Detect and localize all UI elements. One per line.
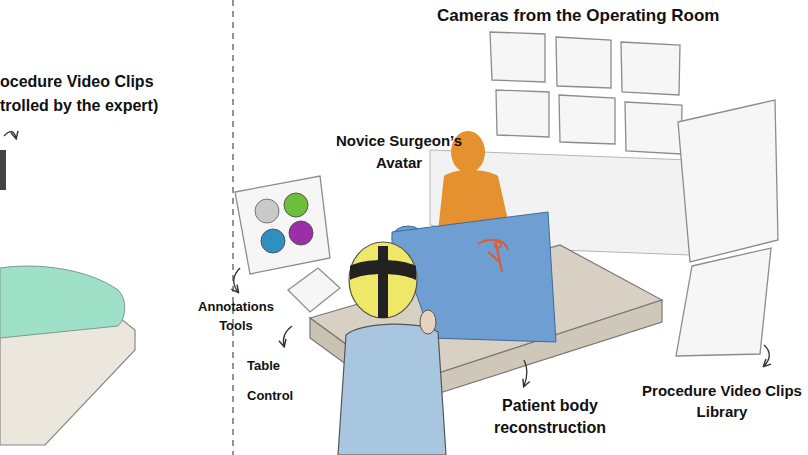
- part-label: Procedure Video Clips Library: [640, 380, 804, 422]
- part-label: Table Control: [247, 351, 307, 411]
- part-label: Novice Surgeon’s Avatar: [314, 130, 484, 174]
- camera-panels: [490, 32, 682, 154]
- expert-bed: [0, 132, 135, 445]
- part-label: Annotations Tools: [186, 297, 286, 335]
- panel-title: trolled by the expert): [0, 96, 200, 116]
- leader-arrow: [283, 326, 292, 346]
- leader-arrow: [524, 360, 527, 386]
- panel-title: ocedure Video Clips: [0, 72, 200, 92]
- annotation-tools-panel: [235, 176, 330, 274]
- video-library-panels: [676, 100, 778, 356]
- part-label: Cameras from the Operating Room: [437, 5, 767, 27]
- leader-arrow: [764, 345, 769, 366]
- expert-user: [338, 242, 446, 455]
- leader-arrow: [234, 268, 240, 292]
- divider-line: [232, 0, 233, 455]
- part-label: Patient body reconstruction: [475, 395, 625, 439]
- table-control-panel: [288, 268, 340, 312]
